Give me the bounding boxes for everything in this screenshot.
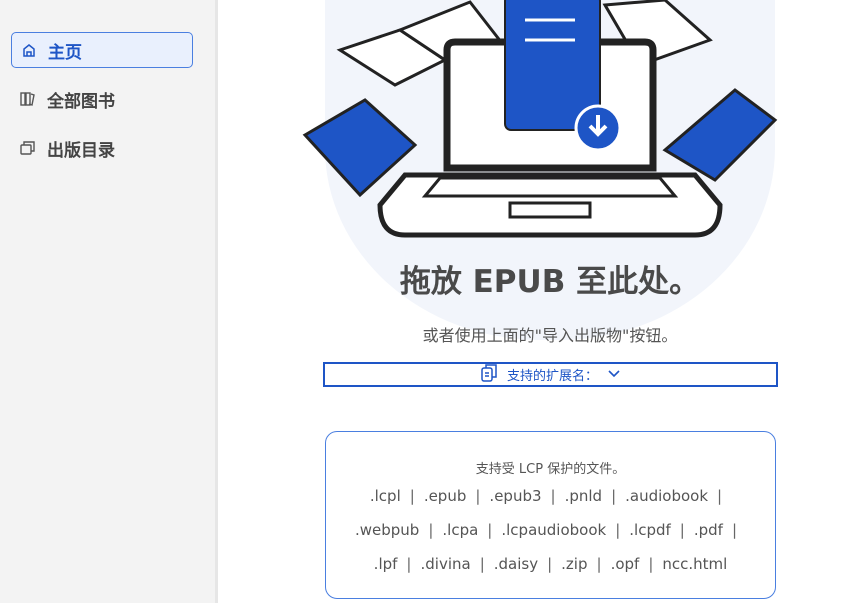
extension-item: .opf	[610, 555, 640, 573]
separator: |	[487, 521, 493, 539]
catalog-icon	[19, 139, 37, 157]
extension-item: .epub	[423, 487, 467, 505]
files-icon	[481, 363, 497, 386]
separator: |	[679, 521, 685, 539]
extension-item: .audiobook	[625, 487, 709, 505]
extension-item: .lcpaudiobook	[501, 521, 607, 539]
laptop-books-illustration	[302, 0, 778, 238]
separator: |	[547, 555, 553, 573]
supported-formats-panel: 支持受 LCP 保护的文件。 .lcpl | .epub | .epub3 | .pnld |…	[325, 431, 776, 599]
sidebar-item-home[interactable]: 主页	[11, 32, 193, 68]
extension-item: ncc.html	[662, 555, 728, 573]
sidebar-item-label: 全部图书	[47, 91, 115, 112]
sidebar-item-all-books[interactable]: 全部图书	[11, 81, 193, 117]
separator: |	[615, 521, 621, 539]
books-icon	[19, 90, 37, 108]
sidebar-item-label: 主页	[48, 42, 82, 63]
separator: |	[648, 555, 654, 573]
lcp-note: 支持受 LCP 保护的文件。	[475, 462, 626, 477]
sidebar-item-label: 出版目录	[47, 140, 115, 161]
extension-item: .webpub	[354, 521, 420, 539]
separator: |	[731, 521, 737, 539]
import-hint: 或者使用上面的"导入出版物"按钮。	[422, 326, 678, 345]
extension-item: .pdf	[693, 521, 723, 539]
drop-headline: 拖放 EPUB 至此处。	[399, 264, 701, 300]
separator: |	[596, 555, 602, 573]
separator: |	[479, 555, 485, 573]
dropdown-label: 支持的扩展名：	[506, 369, 598, 384]
sidebar: 主页 全部图书 出版目录	[0, 0, 218, 603]
separator: |	[611, 487, 617, 505]
separator: |	[428, 521, 434, 539]
extension-item: .pnld	[564, 487, 603, 505]
extension-item: .lcpa	[442, 521, 479, 539]
separator: |	[717, 487, 723, 505]
sidebar-item-catalogs[interactable]: 出版目录	[11, 130, 193, 166]
extension-item: .zip	[561, 555, 588, 573]
extension-item: .divina	[420, 555, 471, 573]
separator: |	[409, 487, 415, 505]
extension-row: .lcpl | .epub | .epub3 | .pnld | .audiobook |	[326, 487, 775, 511]
extension-item: .lcpdf	[629, 521, 671, 539]
separator: |	[406, 555, 412, 573]
extension-item: .lcpl	[369, 487, 401, 505]
separator: |	[475, 487, 481, 505]
separator: |	[550, 487, 556, 505]
extension-item: .daisy	[493, 555, 539, 573]
home-icon	[20, 41, 38, 59]
extension-row: .webpub | .lcpa | .lcpaudiobook | .lcpdf | .pdf |	[326, 521, 775, 545]
supported-extensions-dropdown[interactable]: 支持的扩展名：	[323, 362, 778, 387]
extension-item: .lpf	[373, 555, 398, 573]
extension-row: .lpf | .divina | .daisy | .zip | .opf | ncc.html	[326, 555, 775, 579]
chevron-down-icon	[608, 367, 620, 382]
extension-item: .epub3	[489, 487, 542, 505]
